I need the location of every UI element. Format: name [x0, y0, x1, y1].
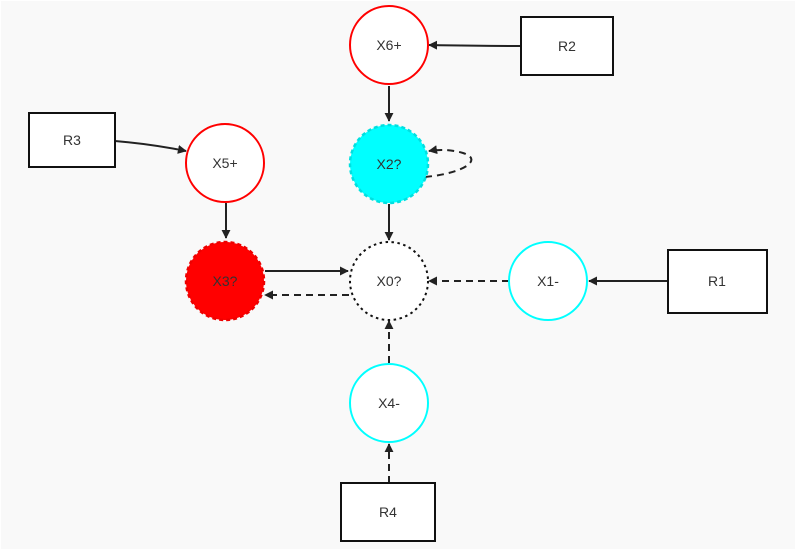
- node-x5-shape: [185, 123, 265, 203]
- node-x0: X0?: [349, 241, 429, 321]
- node-x2-shape: [348, 123, 430, 205]
- node-x5-label: X5+: [212, 155, 237, 171]
- node-r2-shape: [520, 16, 614, 76]
- node-x3-shape: [184, 240, 266, 322]
- node-x4-label: X4-: [378, 395, 400, 411]
- node-r2: R2: [520, 16, 614, 76]
- node-x3: X3?: [184, 240, 266, 322]
- node-x5: X5+: [185, 123, 265, 203]
- node-r4: R4: [340, 482, 436, 542]
- node-x4: X4-: [349, 363, 429, 443]
- edge-r3-x5: [114, 140, 187, 154]
- node-x1-shape: [508, 241, 588, 321]
- node-x1: X1-: [508, 241, 588, 321]
- node-r3-label: R3: [63, 132, 81, 148]
- node-r3: R3: [28, 112, 116, 168]
- edge-x2-self-loop: [424, 145, 473, 178]
- node-r3-shape: [28, 112, 116, 168]
- node-x3-label: X3?: [213, 273, 238, 289]
- node-x2: X2?: [348, 123, 430, 205]
- node-x0-shape: [349, 241, 429, 321]
- node-r1-shape: [667, 249, 768, 314]
- node-r2-label: R2: [558, 38, 576, 54]
- node-x2-label: X2?: [377, 156, 402, 172]
- node-x6-shape: [349, 5, 429, 85]
- node-x6: X6+: [349, 5, 429, 85]
- node-r4-label: R4: [379, 504, 397, 520]
- node-x4-shape: [349, 363, 429, 443]
- edge-r2-x6: [428, 40, 522, 50]
- edges: [114, 40, 668, 483]
- node-r1: R1: [667, 249, 768, 314]
- node-r1-label: R1: [708, 273, 726, 289]
- node-x1-label: X1-: [537, 273, 559, 289]
- node-x0-label: X0?: [377, 273, 402, 289]
- node-r4-shape: [340, 482, 436, 542]
- node-x6-label: X6+: [376, 37, 401, 53]
